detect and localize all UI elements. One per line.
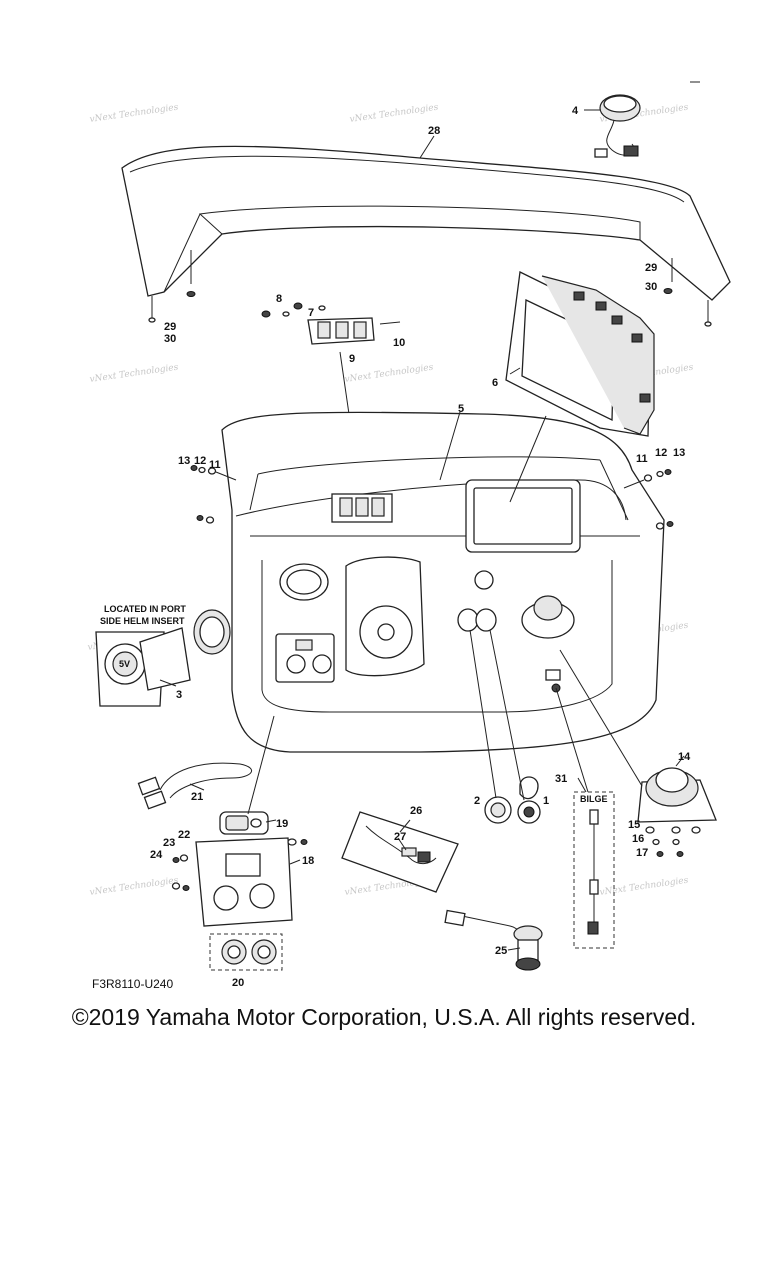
fasteners-left	[190, 465, 237, 524]
bilge-label: BILGE	[580, 794, 608, 804]
watermark-11: vNext Technologies	[599, 876, 689, 898]
copyright-notice: ©2019 Yamaha Motor Corporation, U.S.A. A…	[71, 1004, 697, 1030]
drawing-code: F3R8110-U240	[92, 977, 173, 991]
bilge-harness-31: BILGE	[555, 687, 615, 949]
callout-3: 3	[176, 689, 182, 701]
callout-30-left: 30	[164, 333, 176, 345]
callout-18: 18	[302, 855, 314, 867]
control-knob-14	[559, 649, 717, 857]
callout-24: 24	[150, 849, 163, 861]
callout-12-right: 12	[655, 447, 667, 459]
callout-2: 2	[474, 795, 480, 807]
callout-30-right: 30	[645, 281, 657, 293]
callout-numbers: 28 4 29 30 29 30 8 7 10 9 6 5 13 12 11 1…	[150, 105, 691, 989]
switch-plate-18	[171, 715, 308, 971]
callout-11-left: 11	[209, 459, 221, 471]
callout-31: 31	[555, 773, 567, 785]
callout-21: 21	[191, 791, 203, 803]
callout-23: 23	[163, 837, 175, 849]
callout-4: 4	[572, 105, 579, 117]
harness-21	[137, 762, 253, 810]
callout-12-left: 12	[194, 455, 206, 467]
callout-28: 28	[428, 125, 440, 137]
location-note-line2: SIDE HELM INSERT	[100, 616, 185, 626]
callout-22: 22	[178, 829, 190, 841]
watermark-9: vNext Technologies	[89, 876, 179, 898]
visor-top-28	[121, 145, 731, 327]
usb-socket-3: LOCATED IN PORT SIDE HELM INSERT 5V	[95, 604, 231, 707]
callout-26: 26	[410, 805, 422, 817]
watermark-1: vNext Technologies	[89, 103, 179, 125]
console-5	[221, 411, 665, 753]
callout-10: 10	[393, 337, 405, 349]
display-unit-6	[505, 271, 655, 437]
location-note-line1: LOCATED IN PORT	[104, 604, 186, 614]
callout-27: 27	[394, 831, 406, 843]
watermark-2: vNext Technologies	[349, 103, 439, 125]
watermark-4: vNext Technologies	[89, 363, 179, 385]
fasteners-right	[623, 469, 674, 530]
callout-1: 1	[543, 795, 549, 807]
callout-7: 7	[308, 307, 314, 319]
socket-label-5v: 5V	[119, 659, 130, 669]
callout-8: 8	[276, 293, 282, 305]
leader-lines	[159, 81, 700, 951]
callout-25: 25	[495, 945, 507, 957]
callout-5: 5	[458, 403, 464, 415]
watermark-5: vNext Technologies	[344, 363, 434, 385]
callout-20: 20	[232, 977, 244, 989]
transducer-25	[444, 909, 543, 971]
callout-29-left: 29	[164, 321, 176, 333]
key-switch-27	[341, 811, 459, 893]
sockets-1-2	[469, 629, 541, 824]
callout-15: 15	[628, 819, 640, 831]
callout-19: 19	[276, 818, 288, 830]
callout-11-right: 11	[636, 453, 648, 465]
gps-antenna-4	[594, 94, 641, 158]
callout-13-left: 13	[178, 455, 190, 467]
callout-16: 16	[632, 833, 644, 845]
callout-13-right: 13	[673, 447, 685, 459]
callout-29-right: 29	[645, 262, 657, 274]
callout-14: 14	[678, 751, 691, 763]
callout-9: 9	[349, 353, 355, 365]
callout-6: 6	[492, 377, 498, 389]
callout-17: 17	[636, 847, 648, 859]
